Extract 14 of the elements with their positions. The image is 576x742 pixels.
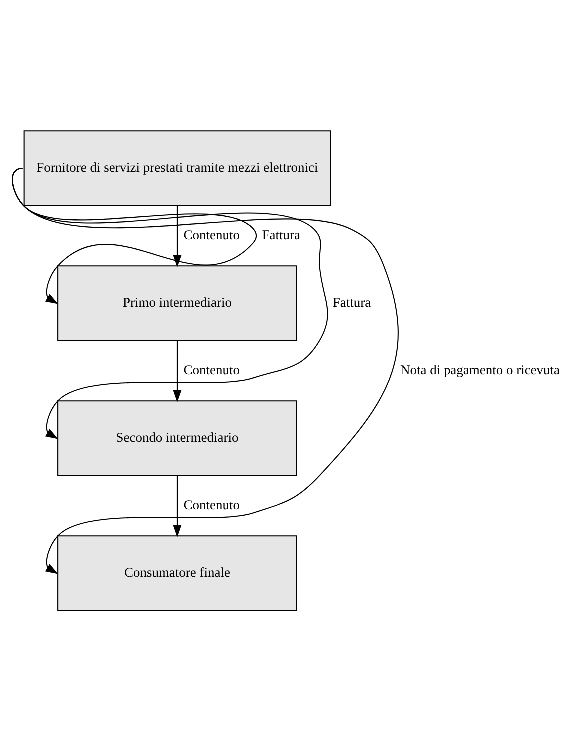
node-box: Secondo intermediario — [58, 400, 298, 476]
edge-label: Contenuto — [184, 228, 240, 243]
edge-label: Fattura — [262, 228, 301, 243]
arrow — [173, 341, 182, 402]
edge-label: Nota di pagamento o ricevuta — [400, 362, 560, 378]
node-box: Consumatore finale — [58, 536, 298, 612]
node-box: Primo intermediario — [58, 266, 298, 342]
arrow — [173, 476, 182, 538]
node-box: Fornitore di servizi prestati tramite mezzi elettronici — [24, 130, 332, 206]
edge-label: Contenuto — [184, 498, 240, 513]
arrow — [12, 168, 399, 574]
edge-label: Fattura — [332, 295, 372, 310]
arrow — [173, 206, 182, 268]
edge-label: Contenuto — [184, 362, 240, 378]
